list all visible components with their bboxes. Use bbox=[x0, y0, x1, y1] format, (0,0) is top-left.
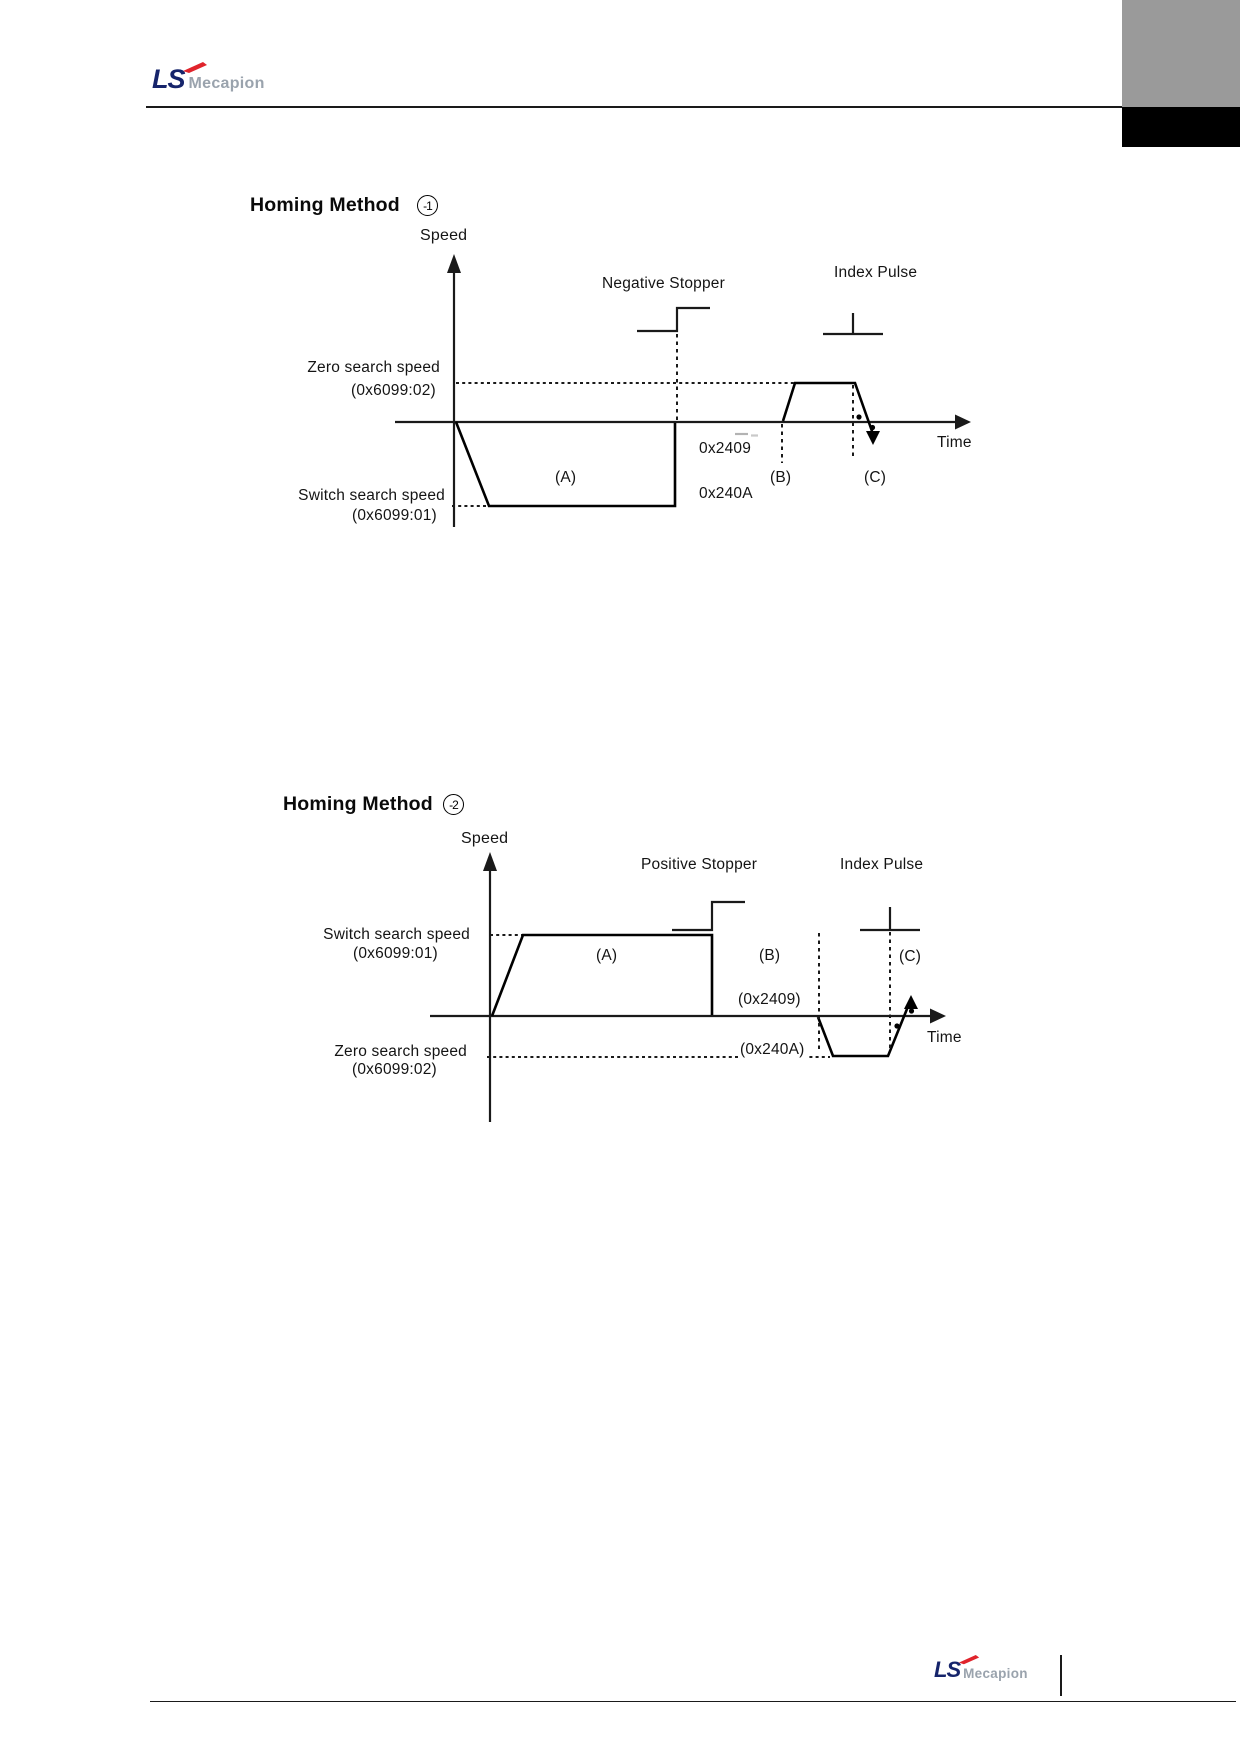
d2-zero-search-speed-label: Zero search speed bbox=[334, 1043, 467, 1060]
d2-register-240A: (0x240A) bbox=[738, 1041, 807, 1059]
d2-phase-b-label: (B) bbox=[759, 947, 781, 964]
d1-zero-search-speed-label: Zero search speed bbox=[307, 359, 440, 376]
d1-velocity-profile-B bbox=[781, 381, 875, 435]
d2-velocity-profile-A bbox=[490, 933, 714, 1017]
d1-switch-search-speed-label: Switch search speed bbox=[298, 487, 445, 504]
d2-method-number-badge: -2 bbox=[442, 794, 464, 815]
d2-marker-dot-2 bbox=[908, 1008, 915, 1014]
footer-ls-logo-text: LS bbox=[934, 1657, 961, 1682]
d1-stopper-label: Negative Stopper bbox=[602, 275, 725, 292]
d2-profile-end-arrowhead bbox=[904, 995, 918, 1009]
d1-method-number-badge: -1 bbox=[416, 195, 438, 216]
d1-index-pulse-label: Index Pulse bbox=[834, 264, 918, 281]
d1-phase-c-label: (C) bbox=[864, 469, 887, 486]
d1-negative-stopper-step bbox=[637, 306, 710, 333]
d2-axes bbox=[430, 869, 932, 1122]
d2-title-row: Homing Method -2 bbox=[283, 793, 464, 816]
d1-switch-search-speed-register: (0x6099:01) bbox=[352, 507, 437, 524]
d1-phase-b-label: (B) bbox=[770, 469, 792, 486]
d1-marker-dot-1 bbox=[856, 414, 862, 420]
d1-velocity-profile-A bbox=[454, 421, 677, 508]
footer-separator-bar bbox=[1060, 1655, 1062, 1696]
footer-logo-sub: Mecapion bbox=[963, 1666, 1028, 1681]
d2-stopper-label: Positive Stopper bbox=[641, 856, 758, 873]
d2-marker-dot-1 bbox=[894, 1023, 900, 1029]
d2-time-axis-label: Time bbox=[927, 1029, 962, 1046]
d1-profile-end-arrowhead bbox=[866, 431, 880, 445]
d1-time-axis-label: Time bbox=[937, 434, 972, 451]
d1-axes bbox=[395, 271, 957, 527]
header-rule bbox=[146, 106, 1122, 108]
footer-rule bbox=[150, 1701, 1236, 1703]
d2-phase-c-label: (C) bbox=[899, 948, 922, 965]
d2-zero-search-speed-register: (0x6099:02) bbox=[352, 1061, 437, 1078]
ls-logo-text: LS bbox=[152, 64, 186, 94]
ls-logo-swoosh-icon bbox=[183, 62, 207, 73]
d2-positive-stopper-step bbox=[672, 900, 745, 932]
d1-marker-dot-2 bbox=[869, 424, 876, 431]
d2-time-axis-arrowhead bbox=[930, 1008, 946, 1024]
d2-velocity-profile-B bbox=[816, 1003, 911, 1058]
d2-speed-axis-label: Speed bbox=[461, 830, 509, 847]
d1-phase-a-label: (A) bbox=[555, 469, 577, 486]
d1-time-axis-arrowhead bbox=[955, 414, 971, 430]
corner-tab-gray bbox=[1122, 0, 1240, 107]
d2-switch-search-speed-label: Switch search speed bbox=[323, 926, 470, 943]
corner-tab-black bbox=[1122, 107, 1240, 147]
header-logo: LS Mecapion bbox=[152, 62, 265, 94]
d1-register-240A: 0x240A bbox=[699, 485, 753, 502]
footer-ls-logo-swoosh-icon bbox=[958, 1655, 980, 1665]
d2-switch-search-speed-register: (0x6099:01) bbox=[353, 945, 438, 962]
footer-logo: LS Mecapion bbox=[934, 1655, 1028, 1682]
d1-title-row: Homing Method -1 bbox=[250, 194, 438, 217]
d2-speed-axis-arrowhead bbox=[483, 852, 497, 871]
d1-speed-axis-arrowhead bbox=[447, 254, 461, 273]
d2-register-2409: (0x2409) bbox=[738, 991, 801, 1008]
header-logo-sub: Mecapion bbox=[188, 75, 265, 92]
d2-index-pulse-label: Index Pulse bbox=[840, 856, 924, 873]
d2-phase-a-label: (A) bbox=[596, 947, 618, 964]
d1-speed-axis-label: Speed bbox=[420, 227, 468, 244]
d1-zero-search-speed-register: (0x6099:02) bbox=[351, 382, 436, 399]
d1-title: Homing Method bbox=[250, 194, 400, 216]
d1-register-2409: 0x2409 bbox=[699, 440, 752, 457]
d2-title: Homing Method bbox=[283, 793, 433, 815]
